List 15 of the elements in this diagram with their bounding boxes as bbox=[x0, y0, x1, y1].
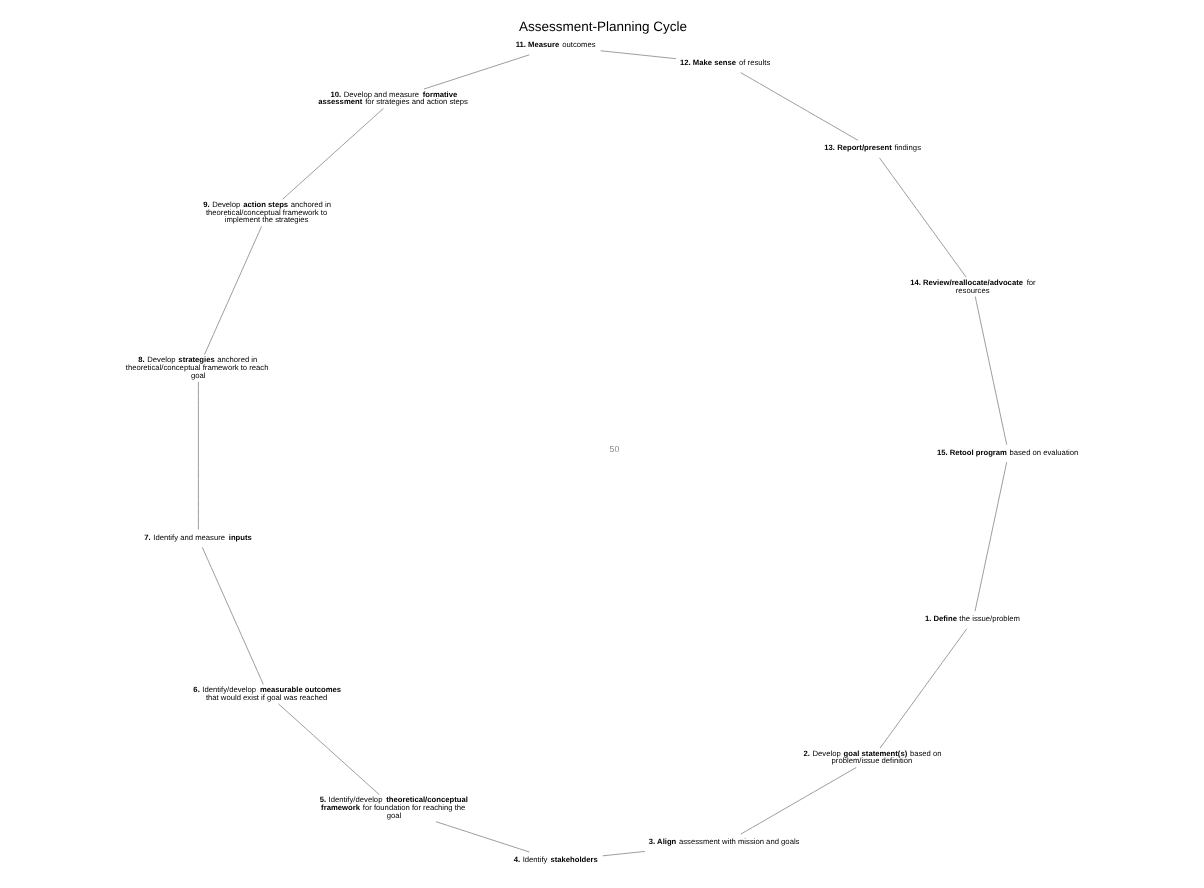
connector bbox=[276, 703, 379, 796]
connector bbox=[200, 546, 263, 685]
connector bbox=[422, 54, 529, 90]
connector bbox=[739, 766, 856, 835]
connector bbox=[878, 628, 967, 749]
connector bbox=[973, 296, 1007, 446]
connector bbox=[739, 72, 858, 141]
connector bbox=[601, 850, 645, 857]
connector bbox=[973, 461, 1007, 612]
connector bbox=[281, 107, 383, 200]
connector bbox=[878, 157, 966, 278]
connector bbox=[196, 381, 198, 531]
connector bbox=[599, 50, 676, 60]
connector bbox=[434, 821, 529, 853]
connector bbox=[202, 225, 262, 356]
